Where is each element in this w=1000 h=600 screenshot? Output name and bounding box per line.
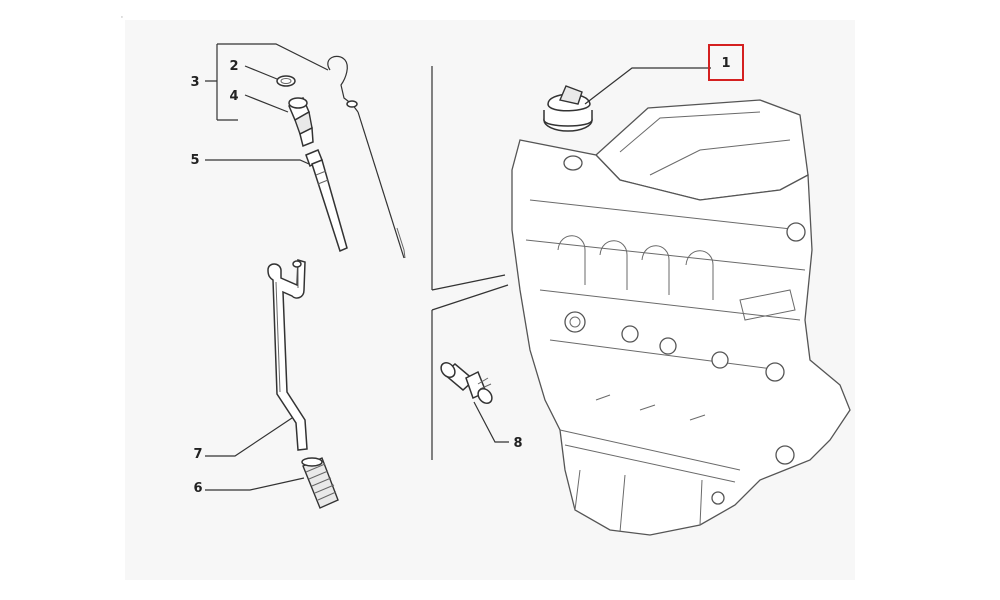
part-8-sensor (440, 362, 509, 443)
engine-block (511, 99, 851, 536)
part-1-filler-cap (543, 67, 711, 132)
bracket-3 (205, 43, 329, 121)
callout-labels: 1 2 3 4 5 6 7 8 (190, 44, 744, 496)
part-6-sleeve (205, 457, 339, 509)
callout-2: 2 (229, 59, 238, 74)
callout-1: 1 (721, 56, 730, 71)
part-2-o-ring (244, 65, 296, 87)
part-7-tube (205, 259, 308, 457)
callout-3: 3 (190, 75, 199, 90)
part-4-dipstick-cap (244, 94, 314, 148)
svg-text:': ' (121, 15, 123, 23)
dipstick (327, 55, 406, 259)
callout-6: 6 (193, 481, 202, 496)
divider (431, 66, 509, 460)
callout-4: 4 (229, 89, 238, 104)
part-5-guide-tube (205, 149, 348, 253)
callout-1-highlight-box (708, 44, 744, 81)
callout-8: 8 (513, 436, 522, 451)
callout-5: 5 (190, 153, 199, 168)
callout-7: 7 (193, 447, 202, 462)
